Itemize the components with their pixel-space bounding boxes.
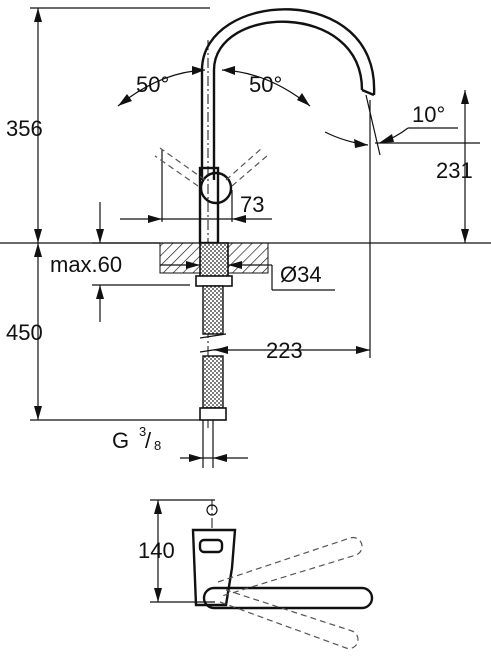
- dim-231: 231: [436, 90, 473, 243]
- dim-356: 356: [6, 8, 43, 243]
- dim-max-60: max.60: [50, 202, 160, 322]
- label-140: 140: [138, 538, 175, 563]
- label-thread-denominator: 8: [154, 438, 161, 453]
- label-diameter-34: Ø34: [280, 262, 322, 287]
- label-50-degree-left: 50°: [136, 72, 169, 97]
- dim-50-degree-right: 50°: [221, 66, 311, 107]
- label-73: 73: [240, 192, 264, 217]
- label-231: 231: [436, 158, 473, 183]
- label-450: 450: [6, 320, 43, 345]
- label-thread-g: G: [112, 428, 129, 453]
- label-10-degree: 10°: [412, 102, 445, 127]
- label-223: 223: [266, 338, 303, 363]
- label-thread-numerator: 3: [139, 424, 146, 439]
- dim-73: 73: [120, 192, 272, 223]
- faucet-top-view: 140: [138, 499, 374, 650]
- dim-thread-g-3-8: G 3 / 8: [112, 420, 248, 468]
- dim-50-degree-left: 50°: [117, 66, 206, 107]
- dim-223: 223: [214, 338, 370, 363]
- extension-lines: [0, 7, 491, 421]
- label-356: 356: [6, 116, 43, 141]
- dim-450: 450: [6, 243, 43, 420]
- label-50-degree-right: 50°: [249, 72, 282, 97]
- label-max-60: max.60: [50, 252, 122, 277]
- faucet-side-view: [154, 8, 376, 430]
- dim-10-degree: 10°: [324, 94, 458, 156]
- label-thread-slash: /: [145, 428, 152, 453]
